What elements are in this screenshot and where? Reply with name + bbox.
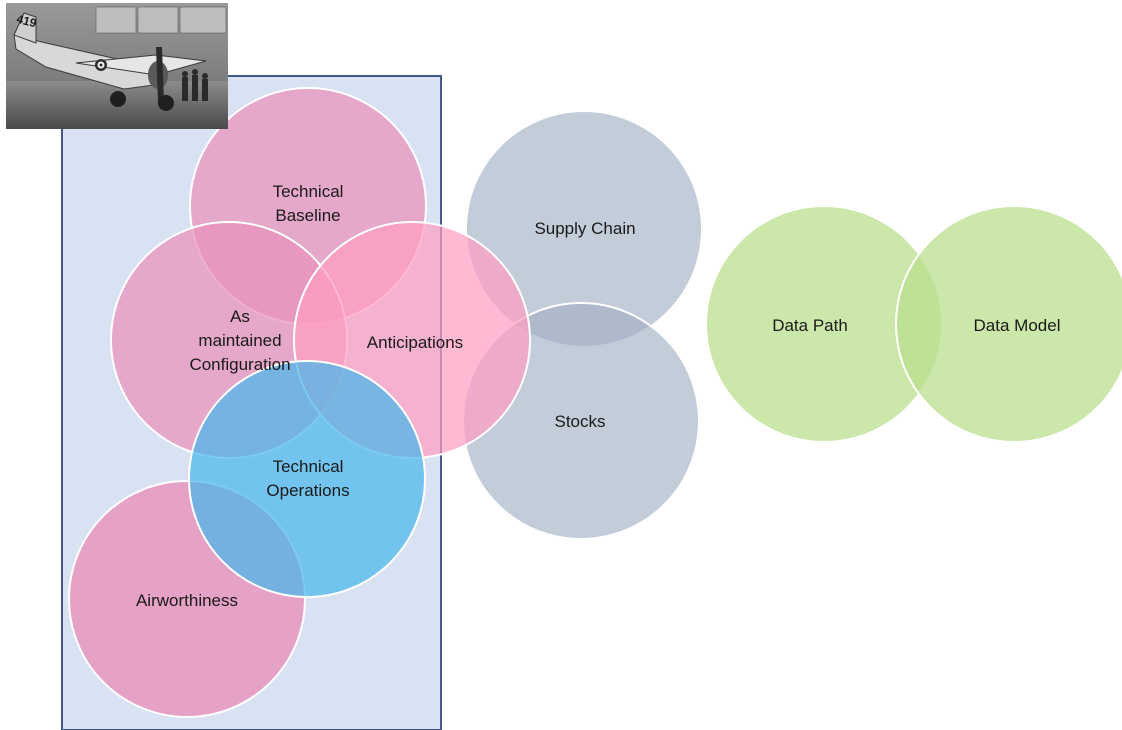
label-technical-operations: Technical Operations <box>266 457 350 500</box>
data-model-circle <box>895 205 1122 443</box>
label-data-path: Data Path <box>772 316 848 335</box>
label-as-maintained-configuration: As maintained Configuration <box>189 307 291 374</box>
tail-number: 419 <box>15 12 38 31</box>
label-data-model: Data Model <box>973 316 1061 335</box>
label-supply-chain: Supply Chain <box>534 219 636 238</box>
label-technical-baseline: Technical Baseline <box>272 182 344 225</box>
label-stocks: Stocks <box>554 412 606 431</box>
technical-operations-circle <box>188 360 426 598</box>
label-airworthiness: Airworthiness <box>135 591 239 610</box>
aircraft-photo: 419 <box>6 3 228 129</box>
label-anticipations: Anticipations <box>366 333 464 352</box>
